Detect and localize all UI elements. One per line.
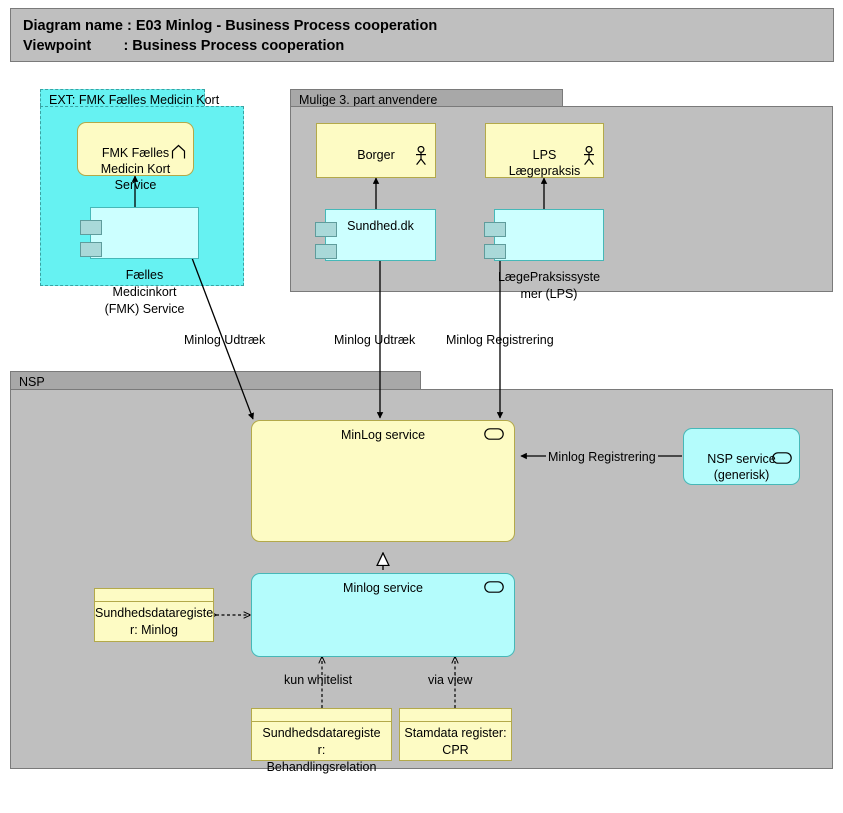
- edge-label-via-view: via view: [428, 673, 473, 687]
- node-label-fmk-service: FMK Fælles Medicin Kort Service: [100, 146, 171, 192]
- component-port-1: [315, 222, 337, 237]
- component-port-2: [484, 244, 506, 259]
- component-port-2: [80, 242, 102, 257]
- business-process-icon: [170, 128, 187, 176]
- node-label-fmk-component: Fælles Medicinkort (FMK) Service: [104, 268, 185, 316]
- node-sundhed-dk[interactable]: Sundhed.dk: [315, 209, 436, 261]
- diagram-title-box: Diagram name : E03 Minlog - Business Pro…: [10, 8, 834, 62]
- node-lps-laegepraksis[interactable]: LPS Lægepraksis: [485, 123, 604, 178]
- group-label-ext: EXT: FMK Fælles Medicin Kort: [49, 93, 220, 107]
- actor-icon: [582, 130, 596, 182]
- group-label-third-party: Mulige 3. part anvendere: [299, 93, 438, 107]
- group-tab-nsp[interactable]: NSP: [10, 371, 421, 389]
- regbox-header-strip: [252, 709, 391, 722]
- diagram-name-line: Diagram name : E03 Minlog - Business Pro…: [23, 18, 438, 34]
- node-label-nsp-service: NSP service (generisk): [707, 452, 776, 482]
- edge-label-kun-whitelist: kun whitelist: [284, 673, 353, 687]
- node-label-lps-laegepraksis: LPS Lægepraksis: [508, 148, 581, 178]
- node-fmk-component[interactable]: Fælles Medicinkort (FMK) Service: [80, 207, 199, 316]
- regbox-header-strip: [95, 589, 213, 602]
- node-label-minlog-service-app: MinLog service: [340, 428, 426, 442]
- node-fmk-service[interactable]: FMK Fælles Medicin Kort Service: [77, 122, 194, 192]
- regbox-header-strip: [400, 709, 511, 722]
- group-tab-third-party[interactable]: Mulige 3. part anvendere: [290, 89, 563, 107]
- group-tab-ext[interactable]: EXT: FMK Fælles Medicin Kort: [40, 89, 219, 107]
- actor-icon: [414, 130, 428, 182]
- node-borger[interactable]: Borger: [316, 123, 436, 178]
- node-label-sundhed-dk: Sundhed.dk: [347, 219, 414, 233]
- node-stamdata-cpr[interactable]: Stamdata register: CPR: [399, 708, 512, 761]
- edge-label-fmk-udtraek: Minlog Udtræk: [184, 333, 266, 347]
- node-label-sdr-behandlingsrelation: Sundhedsdataregiste r: Behandlingsrelati…: [262, 726, 381, 774]
- service-oval-icon: [484, 581, 504, 593]
- edge-label-lps-registrering: Minlog Registrering: [446, 333, 554, 347]
- node-label-borger: Borger: [357, 148, 395, 162]
- node-sdr-behandlingsrelation[interactable]: Sundhedsdataregiste r: Behandlingsrelati…: [251, 708, 392, 774]
- viewpoint-line: Viewpoint : Business Process cooperation: [23, 38, 345, 54]
- component-port-1: [484, 222, 506, 237]
- edge-label-nsp-registrering: Minlog Registrering: [546, 450, 658, 465]
- edge-label-sundhed-udtraek: Minlog Udtræk: [334, 333, 416, 347]
- service-oval-icon: [484, 428, 504, 440]
- node-sdr-minlog[interactable]: Sundhedsdataregiste r: Minlog: [94, 588, 214, 642]
- node-label-lps-systemer: LægePraksissyste mer (LPS): [497, 270, 601, 301]
- node-minlog-service-app[interactable]: MinLog service: [251, 420, 515, 542]
- node-label-sdr-minlog: Sundhedsdataregiste r: Minlog: [95, 606, 213, 637]
- node-minlog-service-tech[interactable]: Minlog service: [251, 573, 515, 657]
- node-label-stamdata-cpr: Stamdata register: CPR: [404, 726, 507, 757]
- node-lps-systemer[interactable]: LægePraksissyste mer (LPS): [484, 209, 604, 301]
- group-label-nsp: NSP: [19, 375, 45, 389]
- component-port-2: [315, 244, 337, 259]
- node-nsp-service[interactable]: NSP service (generisk): [683, 428, 800, 485]
- node-label-minlog-service-tech: Minlog service: [343, 581, 423, 595]
- component-port-1: [80, 220, 102, 235]
